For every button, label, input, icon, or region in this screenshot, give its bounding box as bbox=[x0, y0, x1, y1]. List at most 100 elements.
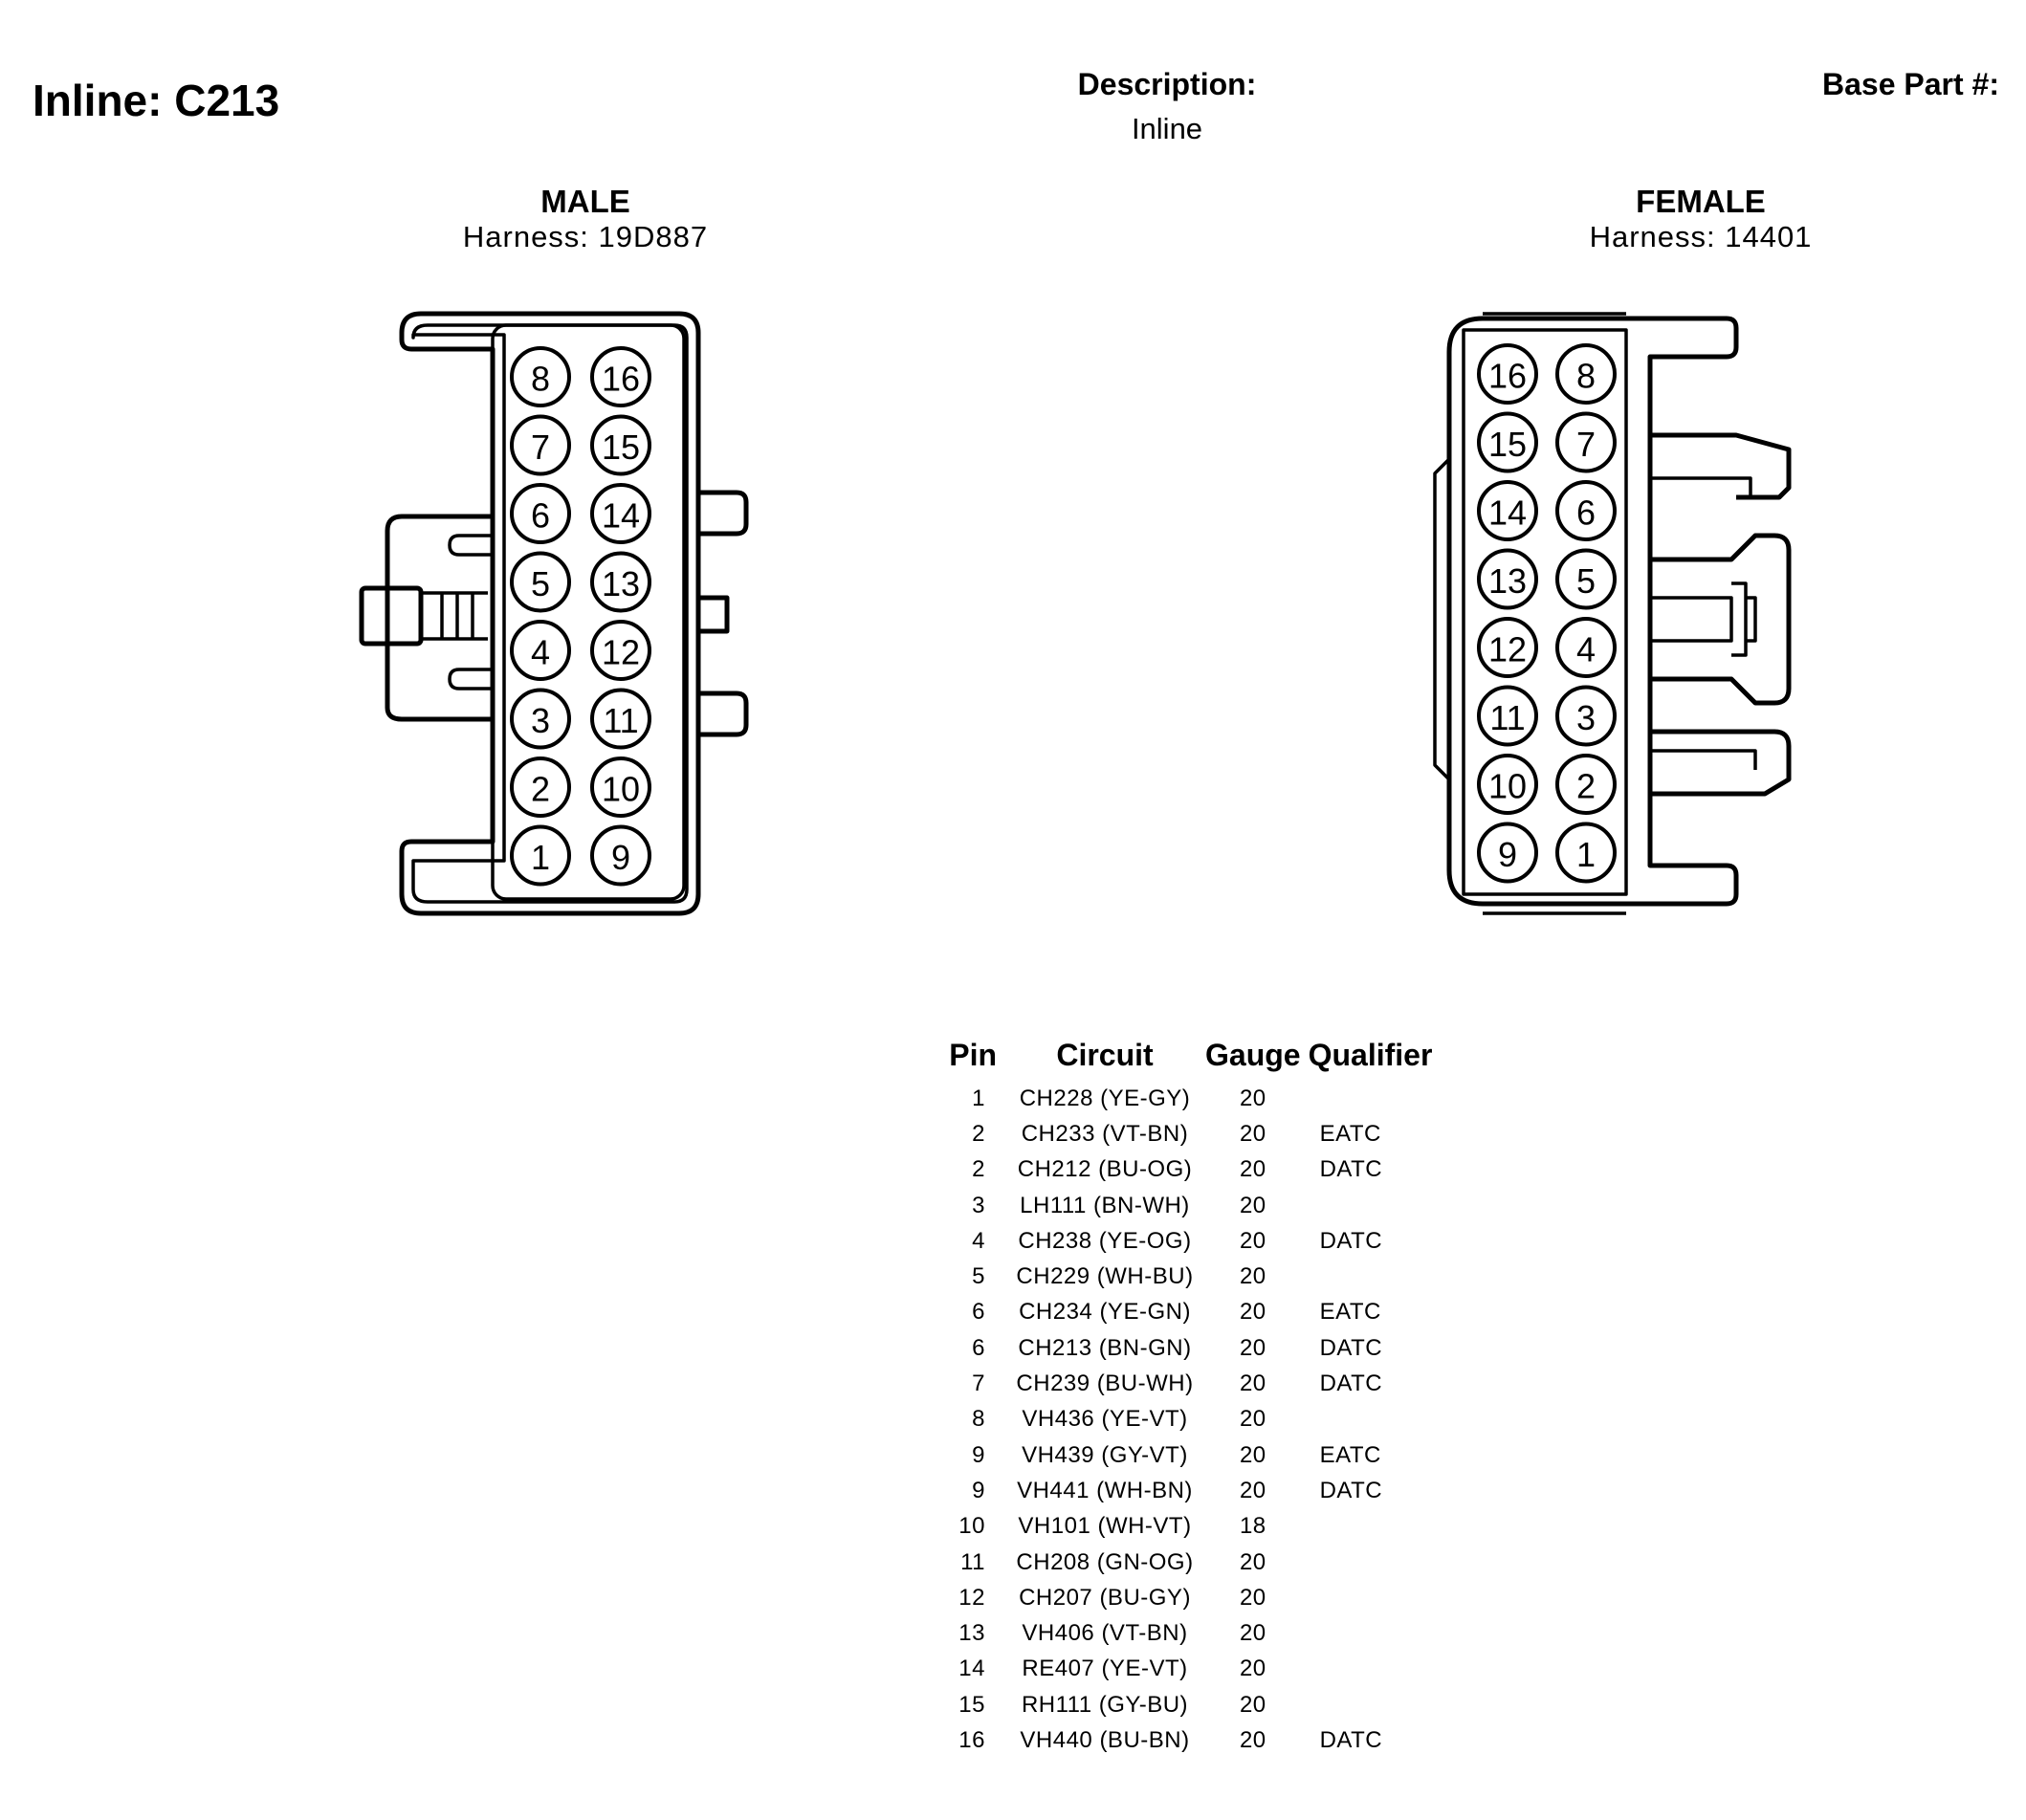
cell-qualifier: DATC bbox=[1319, 1477, 1383, 1503]
male-pin-socket bbox=[590, 757, 651, 818]
cell-qualifier: EATC bbox=[1319, 1299, 1381, 1326]
cell-gauge: 20 bbox=[1239, 1620, 1266, 1647]
female-pin-socket bbox=[1477, 822, 1538, 884]
male-title: MALE bbox=[540, 184, 630, 219]
table-row: 1 CH228 (YE-GY) 20 bbox=[899, 1081, 1454, 1116]
pin-table: Pin Circuit Gauge Qualifier 1 CH228 (YE-G… bbox=[899, 1038, 1454, 1759]
male-pin-label: 3 bbox=[531, 701, 550, 740]
cell-circuit: CH207 (BU-GY) bbox=[1019, 1584, 1191, 1611]
female-pin-label: 2 bbox=[1576, 767, 1596, 806]
table-row: 4 CH238 (YE-OG) 20 DATC bbox=[899, 1223, 1454, 1259]
cell-gauge: 20 bbox=[1239, 1156, 1266, 1183]
cell-qualifier: EATC bbox=[1319, 1441, 1381, 1468]
cell-qualifier bbox=[1301, 1580, 1454, 1615]
cell-qualifier: DATC bbox=[1319, 1227, 1383, 1254]
description-label: Description: bbox=[1077, 67, 1257, 101]
cell-circuit: CH239 (BU-WH) bbox=[1016, 1370, 1194, 1397]
cell-qualifier bbox=[1301, 1687, 1454, 1722]
cell-circuit: CH234 (YE-GN) bbox=[1019, 1299, 1191, 1326]
header-circuit: Circuit bbox=[1056, 1038, 1154, 1072]
cell-circuit: VH439 (GY-VT) bbox=[1022, 1441, 1188, 1468]
female-pin-socket bbox=[1555, 343, 1617, 405]
cell-pin: 1 bbox=[972, 1085, 985, 1111]
cell-pin: 4 bbox=[972, 1227, 985, 1254]
cell-circuit: CH229 (WH-BU) bbox=[1016, 1263, 1194, 1290]
cell-circuit: CH228 (YE-GY) bbox=[1019, 1085, 1191, 1111]
cell-circuit: CH208 (GN-OG) bbox=[1016, 1548, 1194, 1575]
cell-pin: 2 bbox=[972, 1120, 985, 1147]
female-pin-label: 3 bbox=[1576, 698, 1596, 737]
cell-gauge: 20 bbox=[1239, 1441, 1266, 1468]
cell-gauge: 20 bbox=[1239, 1548, 1266, 1575]
male-pin-label: 10 bbox=[602, 770, 640, 809]
cell-circuit: CH238 (YE-OG) bbox=[1018, 1227, 1192, 1254]
male-pin-label: 7 bbox=[531, 428, 550, 467]
cell-gauge: 20 bbox=[1239, 1334, 1266, 1361]
cell-circuit: CH233 (VT-BN) bbox=[1021, 1120, 1189, 1147]
cell-gauge: 20 bbox=[1239, 1263, 1266, 1290]
cell-pin: 16 bbox=[958, 1726, 985, 1753]
cell-qualifier: DATC bbox=[1319, 1334, 1383, 1361]
cell-pin: 14 bbox=[958, 1656, 985, 1682]
table-row: 6 CH213 (BN-GN) 20 DATC bbox=[899, 1330, 1454, 1366]
cell-qualifier bbox=[1301, 1509, 1454, 1545]
cell-circuit: VH406 (VT-BN) bbox=[1022, 1620, 1188, 1647]
female-pin-socket bbox=[1555, 617, 1617, 678]
female-pin-label: 13 bbox=[1488, 561, 1527, 601]
cell-circuit: LH111 (BN-WH) bbox=[1020, 1192, 1190, 1218]
cell-pin: 11 bbox=[960, 1548, 985, 1575]
female-pin-label: 14 bbox=[1488, 493, 1527, 533]
cell-qualifier bbox=[1301, 1615, 1454, 1651]
female-pin-socket bbox=[1555, 548, 1617, 610]
female-pin-label: 12 bbox=[1488, 630, 1527, 669]
cell-gauge: 20 bbox=[1239, 1227, 1266, 1254]
male-harness: Harness: 19D887 bbox=[462, 220, 709, 253]
cell-pin: 8 bbox=[972, 1406, 985, 1433]
male-pin-socket bbox=[590, 551, 651, 613]
female-pin-label: 5 bbox=[1576, 561, 1596, 601]
page-title: Inline: C213 bbox=[33, 76, 280, 125]
female-pin-socket bbox=[1555, 685, 1617, 747]
cell-pin: 2 bbox=[972, 1156, 985, 1183]
male-pin-socket bbox=[590, 483, 651, 544]
male-pin-socket bbox=[590, 414, 651, 476]
female-pin-socket bbox=[1477, 754, 1538, 815]
male-pin-socket bbox=[590, 824, 651, 887]
female-pin-socket bbox=[1477, 411, 1538, 473]
male-pin-socket bbox=[590, 346, 651, 407]
male-pin-label: 14 bbox=[602, 496, 640, 536]
cell-qualifier bbox=[1301, 1402, 1454, 1437]
cell-qualifier: DATC bbox=[1319, 1156, 1383, 1183]
male-pin-socket bbox=[590, 620, 651, 681]
cell-gauge: 18 bbox=[1239, 1513, 1266, 1540]
male-pin-socket bbox=[510, 757, 571, 818]
cell-circuit: RH111 (GY-BU) bbox=[1021, 1691, 1189, 1718]
cell-pin: 10 bbox=[958, 1513, 985, 1540]
table-row: 11 CH208 (GN-OG) 20 bbox=[899, 1545, 1454, 1580]
cell-pin: 6 bbox=[972, 1334, 985, 1361]
cell-gauge: 20 bbox=[1239, 1192, 1266, 1218]
male-pin-socket bbox=[510, 824, 571, 887]
cell-gauge: 20 bbox=[1239, 1085, 1266, 1111]
cell-qualifier: DATC bbox=[1319, 1726, 1383, 1753]
table-header-row: Pin Circuit Gauge Qualifier bbox=[899, 1038, 1454, 1081]
cell-qualifier bbox=[1301, 1545, 1454, 1580]
cell-circuit: CH213 (BN-GN) bbox=[1018, 1334, 1192, 1361]
base-part-label: Base Part #: bbox=[1822, 67, 1999, 101]
male-pin-socket bbox=[510, 620, 571, 681]
cell-qualifier bbox=[1301, 1081, 1454, 1116]
male-pin-label: 9 bbox=[611, 838, 630, 877]
male-pin-socket bbox=[510, 551, 571, 613]
